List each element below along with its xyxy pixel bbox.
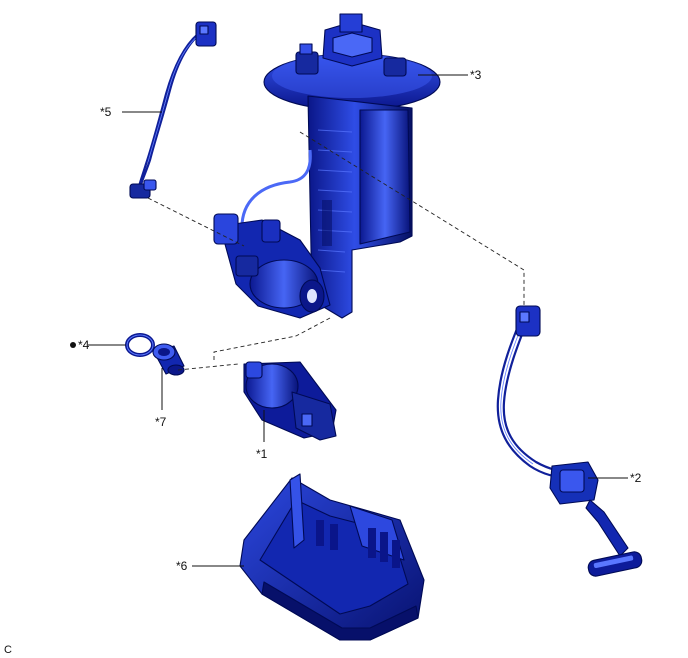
fuel-pump-module-assembly (213, 13, 441, 319)
assembly-guide-lines (147, 131, 525, 371)
callout-label-7: *7 (155, 415, 167, 429)
callout-label-6: *6 (176, 559, 188, 573)
fuel-pump-case (239, 473, 425, 641)
callout-label-4: *4 (78, 338, 90, 352)
fuel-sender-gauge (496, 305, 643, 577)
fuel-pump-wire-harness (129, 21, 217, 199)
leader-lines (88, 74, 628, 567)
fuel-pump (243, 361, 337, 441)
callout-label-1: *1 (256, 447, 268, 461)
filter-cup (152, 343, 185, 376)
callout-label-2: *2 (630, 471, 642, 485)
illustration-code: C (4, 644, 12, 656)
o-ring (125, 333, 155, 357)
callout-label-3: *3 (470, 68, 482, 82)
marker-dot (70, 342, 76, 348)
callout-label-5: *5 (100, 105, 112, 119)
